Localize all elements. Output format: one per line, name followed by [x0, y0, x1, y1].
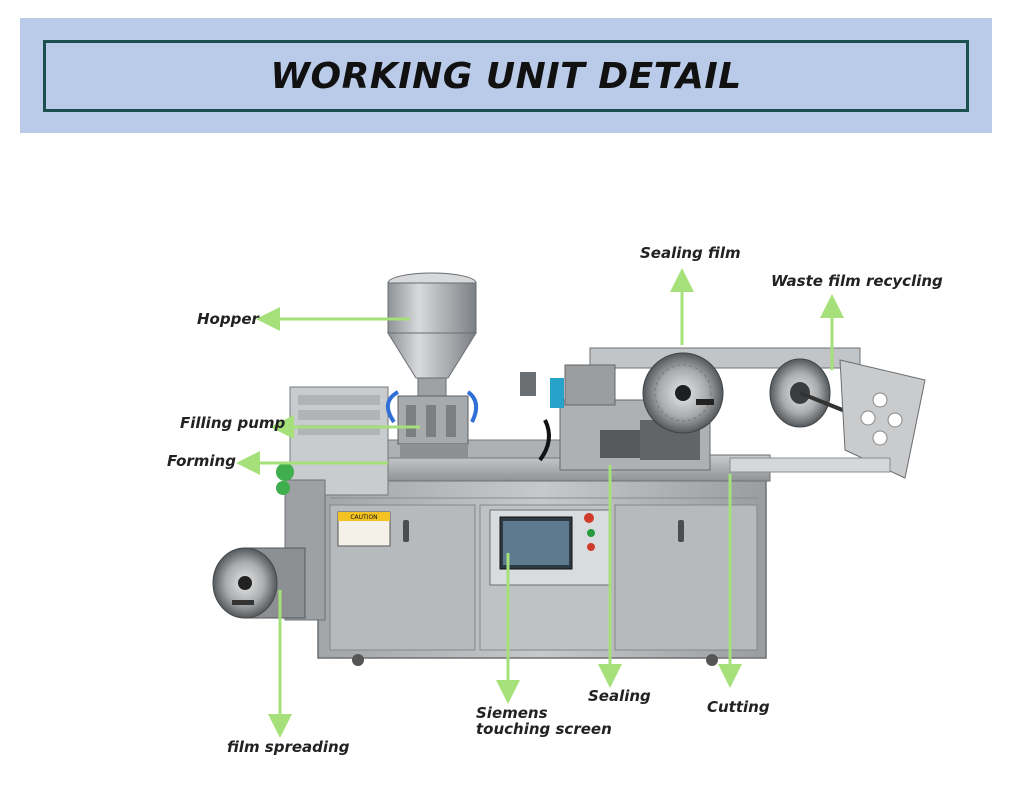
page-title: WORKING UNIT DETAIL: [270, 55, 742, 97]
cabinet-door-right: [614, 504, 758, 651]
label-sealing-film: Sealing film: [640, 244, 741, 262]
label-sealing: Sealing: [588, 687, 651, 705]
start-button: [587, 529, 595, 537]
label-waste-film-recycling: Waste film recycling: [771, 272, 943, 290]
sealing-film-roll: [642, 352, 724, 434]
label-filling-pump: Filling pump: [180, 414, 286, 432]
label-cutting: Cutting: [707, 698, 770, 716]
waste-film-recycler: [729, 358, 926, 479]
caution-label: CAUTION: [350, 514, 377, 521]
label-film-spreading: film spreading: [227, 738, 350, 756]
label-hopper: Hopper: [197, 310, 259, 328]
callout-arrows: [236, 268, 844, 738]
film-spreading-roll: [212, 547, 306, 619]
header-box: WORKING UNIT DETAIL: [43, 40, 969, 112]
machine-body: CAUTION: [212, 272, 926, 666]
hopper: [387, 272, 477, 397]
label-siemens-line1: Siemens: [476, 704, 548, 722]
filling-pump: [386, 390, 479, 458]
label-forming: Forming: [167, 452, 236, 470]
stop-button: [584, 513, 594, 523]
label-siemens-line2: touching screen: [476, 720, 612, 738]
